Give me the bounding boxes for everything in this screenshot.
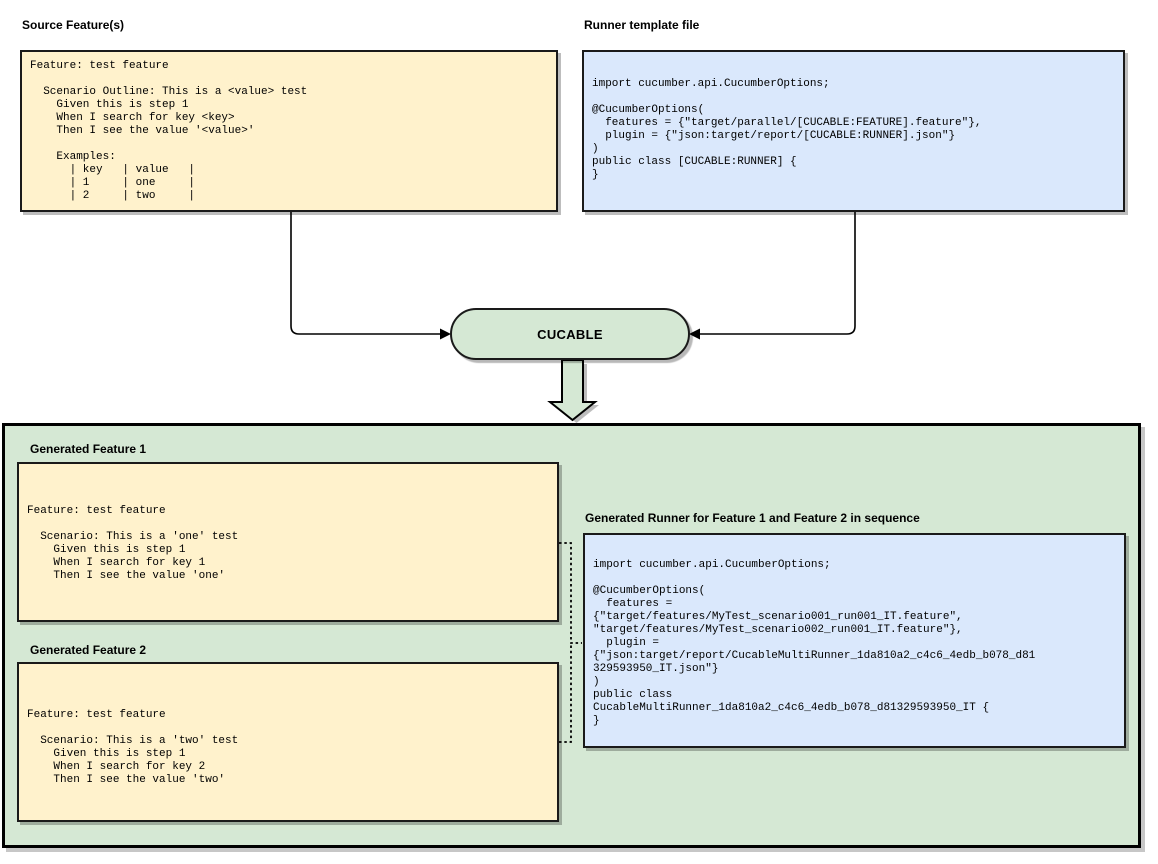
generated-feature1-box: Feature: test feature Scenario: This is … bbox=[17, 462, 559, 622]
block-arrow-down-icon bbox=[547, 359, 599, 423]
generated-runner-box: import cucumber.api.CucumberOptions; @Cu… bbox=[583, 533, 1126, 748]
cucable-node: CUCABLE bbox=[450, 308, 690, 360]
runner-template-label: Runner template file bbox=[584, 18, 700, 32]
source-feature-box: Feature: test feature Scenario Outline: … bbox=[20, 50, 558, 212]
runner-template-box: import cucumber.api.CucumberOptions; @Cu… bbox=[582, 50, 1125, 212]
cucable-node-label: CUCABLE bbox=[537, 326, 603, 342]
generated-feature1-label: Generated Feature 1 bbox=[30, 442, 147, 456]
arrow-template-to-cucable bbox=[689, 212, 856, 340]
generated-runner-label: Generated Runner for Feature 1 and Featu… bbox=[585, 511, 920, 525]
source-feature-label: Source Feature(s) bbox=[22, 18, 125, 32]
arrow-source-to-cucable bbox=[290, 212, 451, 340]
generated-feature2-box: Feature: test feature Scenario: This is … bbox=[17, 662, 559, 822]
generated-feature2-label: Generated Feature 2 bbox=[30, 643, 147, 657]
